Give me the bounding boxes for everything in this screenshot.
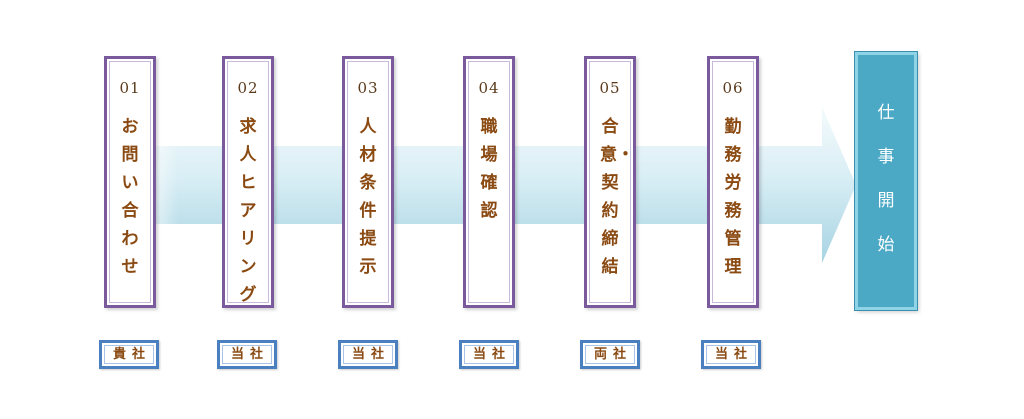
final-step-label: 仕事開始 [877,103,895,255]
step-label: 人材条件提示 [359,117,377,277]
step-label: 勤務労務管理 [724,117,742,277]
party-box-01: 貴社 [99,340,159,369]
party-box-06: 当社 [701,340,761,369]
step-label: 職場確認 [480,117,498,221]
step-label: 求人ヒアリング [239,117,257,305]
party-label: 貴社 [112,347,151,362]
party-label: 当社 [714,347,753,362]
step-number: 01 [119,79,141,97]
party-box-02: 当社 [217,340,277,369]
step-number: 03 [357,79,379,97]
step-number: 04 [478,79,500,97]
step-04: 04 職場確認 [463,56,515,308]
party-label: 当社 [230,347,269,362]
party-label: 両社 [593,347,632,362]
step-02: 02 求人ヒアリング [222,56,274,308]
step-03: 03 人材条件提示 [342,56,394,308]
step-number: 05 [599,79,621,97]
party-box-04: 当社 [459,340,519,369]
step-number: 02 [237,79,259,97]
step-05: 05 合意・契約締結 [584,56,636,308]
final-step: 仕事開始 [854,51,918,311]
step-06: 06 勤務労務管理 [707,56,759,308]
party-label: 当社 [472,347,511,362]
step-label: 合意・契約締結 [600,117,634,277]
step-label: お問い合わせ [121,117,139,277]
step-number: 06 [722,79,744,97]
step-01: 01 お問い合わせ [104,56,156,308]
party-box-05: 両社 [580,340,640,369]
party-box-03: 当社 [338,340,398,369]
party-label: 当社 [351,347,390,362]
